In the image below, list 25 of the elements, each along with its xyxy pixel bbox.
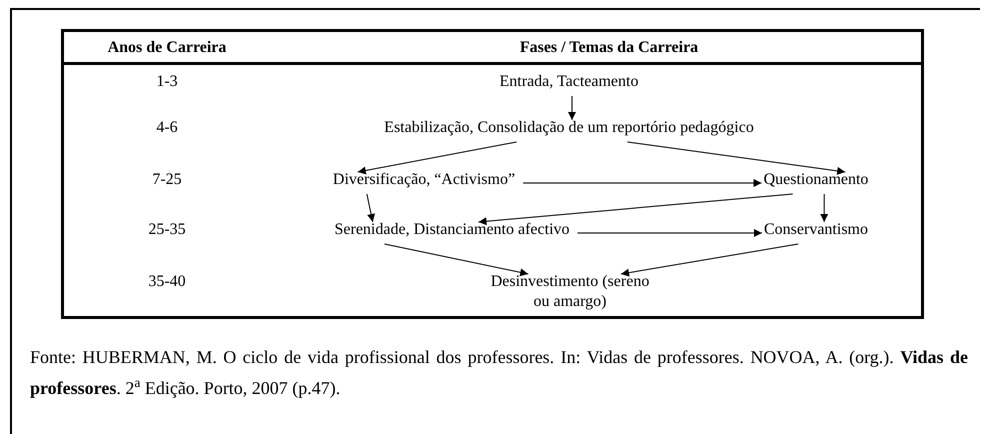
phase-label: Estabilização, Consolidação de um reportório pedagógico: [384, 118, 754, 138]
arrow: [577, 229, 762, 237]
column-header: Anos de Carreira: [108, 38, 226, 58]
arrow: [478, 194, 794, 226]
years-label: 4-6: [156, 118, 178, 138]
years-label: 7-25: [152, 170, 182, 190]
arrow: [626, 142, 846, 175]
arrow: [522, 179, 762, 187]
phase-label: Serenidade, Distanciamento afectivo: [334, 220, 570, 240]
phase-label: Desinvestimento (sereno ou amargo): [490, 272, 650, 312]
arrow: [620, 244, 799, 277]
years-label: 25-35: [148, 220, 186, 240]
arrow: [568, 96, 576, 120]
arrow: [366, 194, 376, 222]
arrow: [820, 194, 828, 222]
phase-label: Conservantismo: [764, 220, 868, 240]
arrow: [357, 142, 518, 174]
phase-label: Diversificação, “Activismo”: [332, 170, 516, 190]
years-label: 35-40: [148, 272, 186, 292]
arrow: [384, 244, 529, 276]
source-caption: Fonte: HUBERMAN, M. O ciclo de vida profissional dos professores. In: Vidas de professores. NOVOA, A. (org.). Vidas de professores. 2$^{a}$ Edição. Porto, 2007 (p.47).: [30, 346, 968, 400]
phase-label: Questionamento: [764, 170, 868, 190]
column-header: Fases / Temas da Carreira: [520, 38, 698, 58]
phase-label: Entrada, Tacteamento: [500, 72, 638, 92]
years-label: 1-3: [156, 72, 178, 92]
